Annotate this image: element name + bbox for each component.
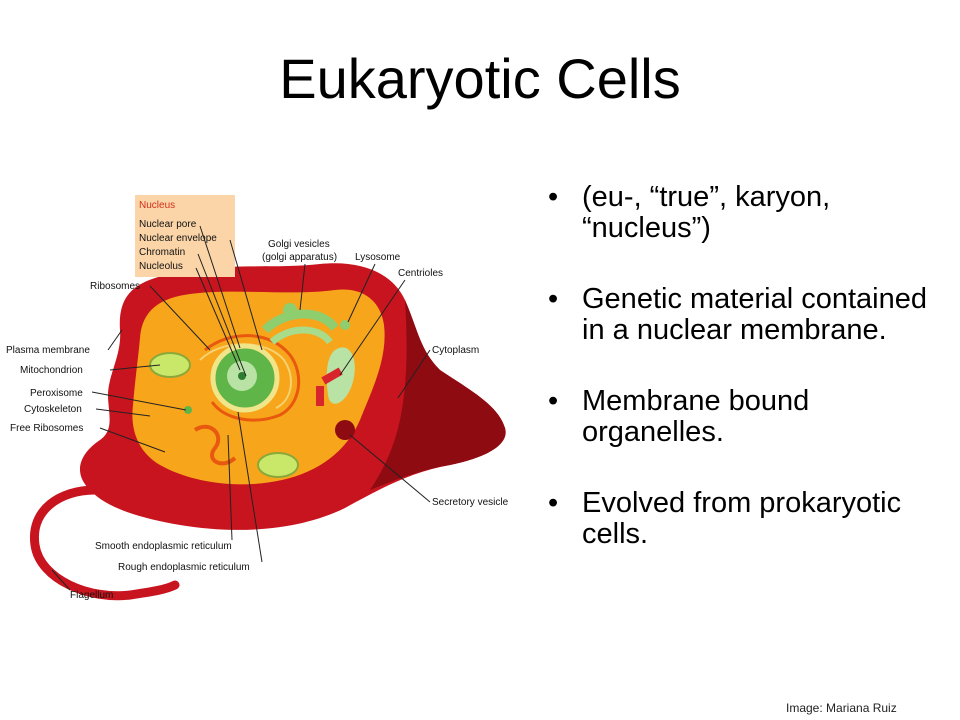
bullet-organelles: Membrane bound organelles. [548,386,948,448]
peroxisome-label: Peroxisome [30,388,83,399]
nuclear-envelope-label: Nuclear envelope [139,233,217,244]
rough-er-label: Rough endoplasmic reticulum [118,562,250,573]
chromatin-label: Chromatin [139,247,185,258]
chromatin-dot [238,372,246,380]
golgi-shape [261,309,339,334]
lysosome-label: Lysosome [355,252,401,263]
centriole-shape-2 [316,386,324,406]
nucleus-heading: Nucleus [139,200,175,211]
membrane-shadow [370,300,506,490]
bullet-etymology: (eu-, “true”, karyon, “nucleus”) [548,182,948,244]
smooth-er-label: Smooth endoplasmic reticulum [95,541,232,552]
cytoplasm-label: Cytoplasm [432,345,479,356]
centriole-shape [321,367,343,385]
golgi-apparatus-label: (golgi apparatus) [262,252,337,263]
nucleus-label-box [135,195,235,277]
golgi-vesicles-label: Golgi vesicles [268,239,330,250]
secretory-vesicle-label: Secretory vesicle [432,497,509,508]
cell-diagram: Nucleus Nuclear pore Nuclear envelope Ch… [6,195,509,601]
image-credit: Image: Mariana Ruiz [786,701,897,715]
flagellum-shape [29,485,180,601]
plasma-membrane-label: Plasma membrane [6,345,90,356]
centrioles-label: Centrioles [398,268,443,279]
bullet-genetic-material: Genetic material contained in a nuclear … [548,284,948,346]
flagellum-label: Flagellum [70,590,113,601]
golgi-vesicle [283,303,297,317]
golgi-stack [269,326,333,345]
bullet-list: (eu-, “true”, karyon, “nucleus”) Genetic… [548,182,948,550]
rough-er-shape [204,334,301,422]
smooth-er-shape [193,424,237,466]
cytoskeleton-label: Cytoskeleton [24,404,82,415]
nucleolus-label: Nucleolus [139,261,183,272]
mitochondrion-shape-2 [257,452,299,478]
nuclear-pore-label: Nuclear pore [139,219,197,230]
leader-lines [51,225,431,591]
free-ribosomes-label: Free Ribosomes [10,423,83,434]
peroxisome-shape [184,406,192,414]
lysosome-shape [340,320,350,330]
mitochondrion-label: Mitochondrion [20,365,83,376]
mitochondrion-shape [149,352,191,378]
rough-er-fold [199,343,292,409]
ribosomes-label: Ribosomes [90,281,140,292]
bullet-evolution: Evolved from prokaryotic cells. [548,488,948,550]
slide-title: Eukaryotic Cells [279,47,681,110]
